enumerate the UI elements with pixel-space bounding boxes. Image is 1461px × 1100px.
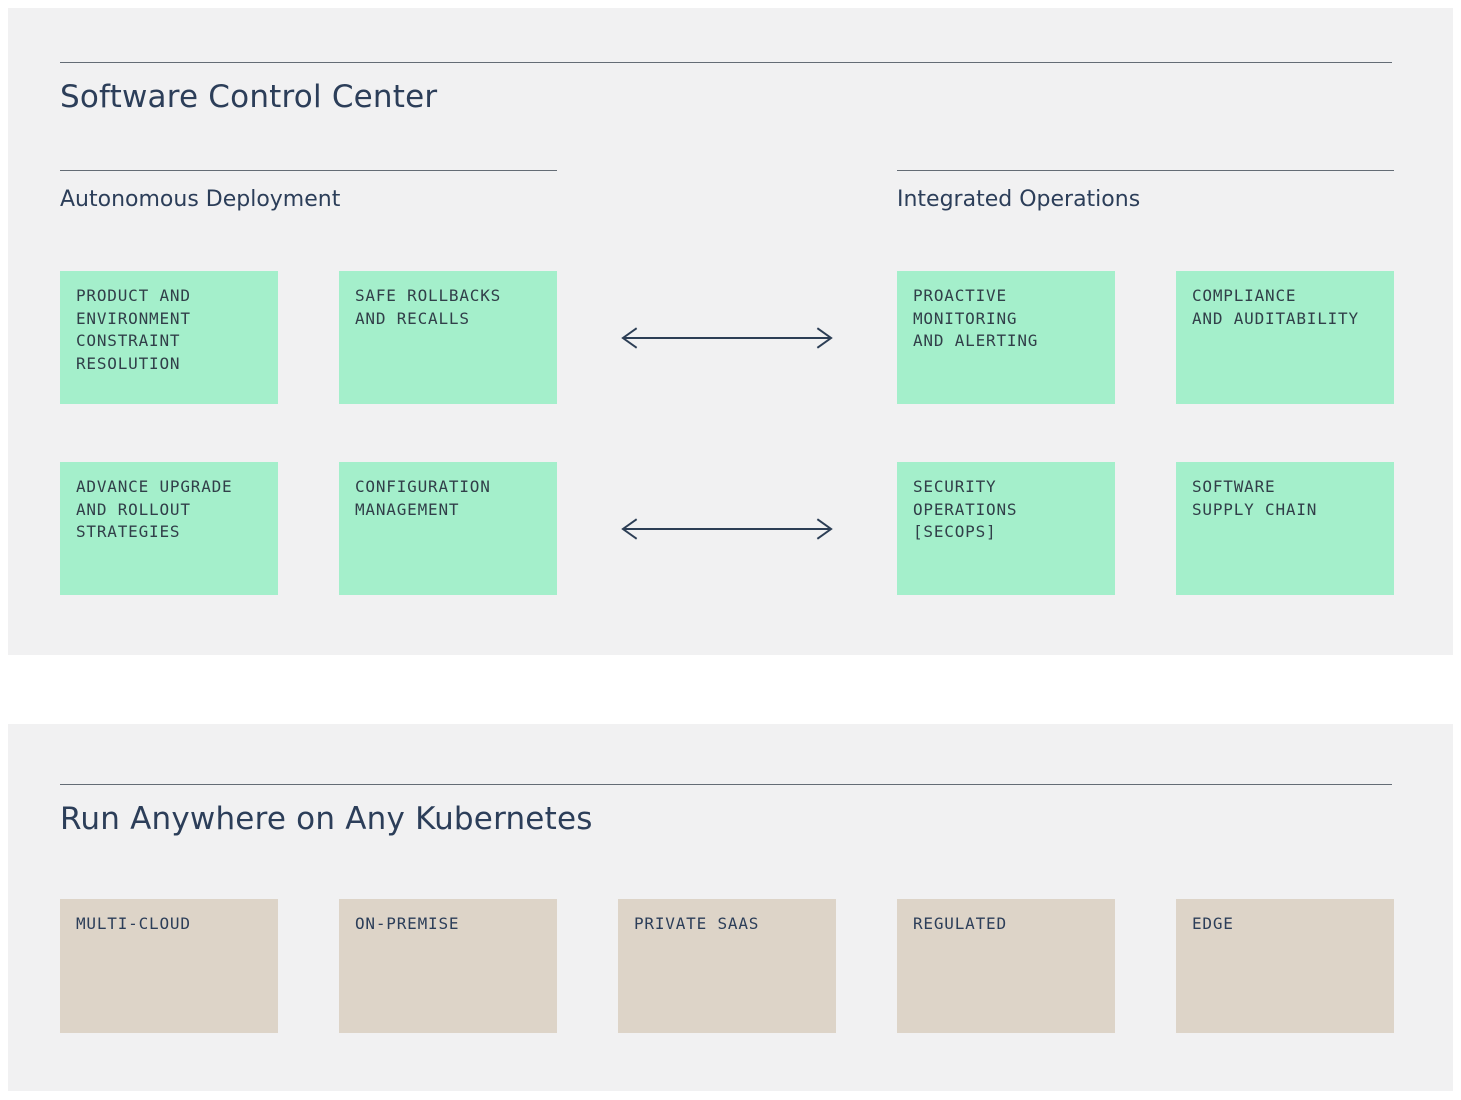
column-divider-right bbox=[897, 169, 1394, 171]
feature-box-product-environment-constraint-resolution: PRODUCT AND ENVIRONMENT CONSTRAINT RESOL… bbox=[60, 271, 278, 405]
platform-box-label: REGULATED bbox=[913, 913, 1007, 933]
platform-box-edge: EDGE bbox=[1176, 898, 1394, 1033]
feature-box-label: SECURITY OPERATIONS [SECOPS] bbox=[913, 477, 1018, 542]
bidirectional-arrow-icon bbox=[618, 271, 836, 404]
column-headings-row: Autonomous Deployment Integrated Operati… bbox=[60, 169, 1394, 213]
feature-box-label: ADVANCE UPGRADE AND ROLLOUT STRATEGIES bbox=[76, 477, 233, 542]
feature-box-software-supply-chain: SOFTWARE SUPPLY CHAIN bbox=[1176, 462, 1394, 596]
run-anywhere-section: Run Anywhere on Any Kubernetes MULTI-CLO… bbox=[8, 724, 1453, 1091]
feature-box-label: SAFE ROLLBACKS AND RECALLS bbox=[355, 286, 502, 328]
column-heading-label-left: Autonomous Deployment bbox=[60, 186, 341, 212]
feature-box-label: COMPLIANCE AND AUDITABILITY bbox=[1192, 286, 1359, 328]
feature-box-safe-rollbacks-and-recalls: SAFE ROLLBACKS AND RECALLS bbox=[339, 271, 557, 405]
feature-box-advance-upgrade-and-rollout-strategies: ADVANCE UPGRADE AND ROLLOUT STRATEGIES bbox=[60, 462, 278, 596]
feature-box-label: PRODUCT AND ENVIRONMENT CONSTRAINT RESOL… bbox=[76, 286, 191, 374]
column-heading-integrated-operations: Integrated Operations bbox=[897, 169, 1394, 213]
title-divider bbox=[60, 62, 1392, 63]
platform-box-private-saas: PRIVATE SAAS bbox=[618, 898, 836, 1033]
software-control-center-section: Software Control Center Autonomous Deplo… bbox=[8, 8, 1453, 655]
feature-box-proactive-monitoring-and-alerting: PROACTIVE MONITORING AND ALERTING bbox=[897, 271, 1115, 405]
platform-box-label: PRIVATE SAAS bbox=[634, 913, 760, 933]
feature-box-configuration-management: CONFIGURATION MANAGEMENT bbox=[339, 462, 557, 596]
platform-box-multi-cloud: MULTI-CLOUD bbox=[60, 898, 278, 1033]
platform-box-on-premise: ON-PREMISE bbox=[339, 898, 557, 1033]
feature-box-compliance-and-auditability: COMPLIANCE AND AUDITABILITY bbox=[1176, 271, 1394, 405]
platform-boxes-grid: MULTI-CLOUD ON-PREMISE PRIVATE SAAS REGU… bbox=[60, 898, 1394, 1033]
column-heading-autonomous-deployment: Autonomous Deployment bbox=[60, 169, 557, 213]
platform-box-regulated: REGULATED bbox=[897, 898, 1115, 1033]
platform-box-label: MULTI-CLOUD bbox=[76, 913, 191, 933]
column-heading-label-right: Integrated Operations bbox=[897, 186, 1141, 212]
feature-box-label: CONFIGURATION MANAGEMENT bbox=[355, 477, 491, 519]
section-title-run-anywhere: Run Anywhere on Any Kubernetes bbox=[60, 801, 593, 837]
section-title-software-control-center: Software Control Center bbox=[60, 79, 438, 115]
column-divider-left bbox=[60, 169, 557, 171]
feature-box-security-operations-secops: SECURITY OPERATIONS [SECOPS] bbox=[897, 462, 1115, 596]
platform-box-label: EDGE bbox=[1192, 913, 1234, 933]
feature-boxes-grid: PRODUCT AND ENVIRONMENT CONSTRAINT RESOL… bbox=[60, 271, 1394, 596]
feature-box-label: SOFTWARE SUPPLY CHAIN bbox=[1192, 477, 1318, 519]
platform-box-label: ON-PREMISE bbox=[355, 913, 460, 933]
bidirectional-arrow-icon bbox=[618, 462, 836, 595]
feature-box-label: PROACTIVE MONITORING AND ALERTING bbox=[913, 286, 1039, 351]
title-divider bbox=[60, 784, 1392, 785]
